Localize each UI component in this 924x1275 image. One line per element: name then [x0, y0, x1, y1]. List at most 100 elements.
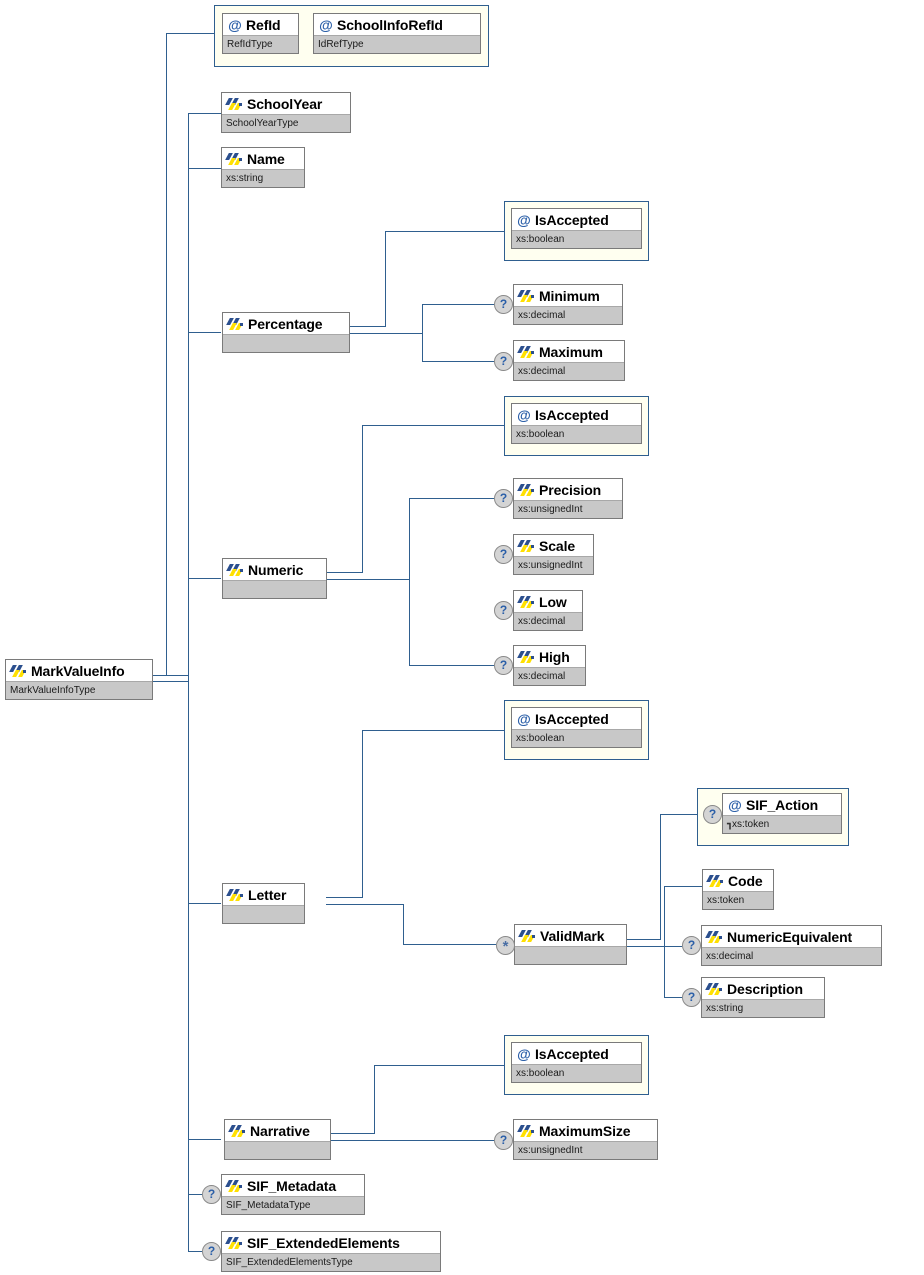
node-type: xs:boolean: [512, 729, 641, 747]
attribute-icon: @: [228, 16, 242, 33]
node-numeric-isaccepted[interactable]: @ IsAccepted xs:boolean: [511, 403, 642, 444]
node-description[interactable]: Description xs:string: [701, 977, 825, 1018]
connector: [664, 946, 682, 947]
node-maximumsize[interactable]: MaximumSize xs:unsignedInt: [513, 1119, 658, 1160]
node-narrative[interactable]: Narrative: [224, 1119, 331, 1160]
occurrence-optional-icon: ?: [682, 988, 701, 1007]
connector: [627, 946, 665, 947]
node-letter[interactable]: Letter: [222, 883, 305, 924]
node-header: Maximum: [514, 341, 624, 362]
node-percentage-isaccepted[interactable]: @ IsAccepted xs:boolean: [511, 208, 642, 249]
occurrence-optional-icon: ?: [494, 1131, 513, 1150]
node-sif-action[interactable]: @ SIF_Action ┓xs:token: [722, 793, 842, 834]
connector: [188, 113, 221, 114]
node-schoolyear[interactable]: SchoolYear SchoolYearType: [221, 92, 351, 133]
connector: [166, 33, 214, 34]
node-label: NumericEquivalent: [727, 928, 853, 945]
node-header: Letter: [223, 884, 304, 905]
node-label: Scale: [539, 537, 576, 554]
node-label: Narrative: [250, 1122, 310, 1139]
node-numeric[interactable]: Numeric: [222, 558, 327, 599]
node-type: xs:unsignedInt: [514, 1141, 657, 1159]
connector: [664, 997, 682, 998]
node-header: Precision: [514, 479, 622, 500]
node-name[interactable]: Name xs:string: [221, 147, 305, 188]
connector: [664, 886, 703, 887]
element-icon: [517, 650, 535, 664]
occurrence-optional-icon: ?: [494, 601, 513, 620]
node-type: xs:decimal: [702, 947, 881, 965]
node-sif-metadata[interactable]: SIF_Metadata SIF_MetadataType: [221, 1174, 365, 1215]
connector: [374, 1065, 375, 1134]
node-header: Percentage: [223, 313, 349, 334]
connector: [660, 814, 661, 940]
element-icon: [517, 345, 535, 359]
node-low[interactable]: Low xs:decimal: [513, 590, 583, 631]
node-percentage[interactable]: Percentage: [222, 312, 350, 353]
node-label: Name: [247, 150, 285, 167]
node-label: SchoolInfoRefId: [337, 16, 443, 33]
node-type: IdRefType: [314, 35, 480, 53]
node-type: SIF_MetadataType: [222, 1196, 364, 1214]
element-icon: [518, 929, 536, 943]
node-letter-isaccepted[interactable]: @ IsAccepted xs:boolean: [511, 707, 642, 748]
node-minimum[interactable]: Minimum xs:decimal: [513, 284, 623, 325]
node-label: Letter: [248, 886, 287, 903]
node-type: xs:string: [222, 169, 304, 187]
node-high[interactable]: High xs:decimal: [513, 645, 586, 686]
occurrence-optional-icon: ?: [202, 1242, 221, 1261]
connector: [374, 1065, 505, 1066]
node-scale[interactable]: Scale xs:unsignedInt: [513, 534, 594, 575]
restriction-icon: ┓: [727, 819, 734, 830]
node-precision[interactable]: Precision xs:unsignedInt: [513, 478, 623, 519]
node-header: Narrative: [225, 1120, 330, 1141]
node-header: MaximumSize: [514, 1120, 657, 1141]
node-header: SchoolYear: [222, 93, 350, 114]
node-narrative-isaccepted[interactable]: @ IsAccepted xs:boolean: [511, 1042, 642, 1083]
connector: [627, 939, 661, 940]
node-header: SIF_ExtendedElements: [222, 1232, 440, 1253]
connector: [326, 897, 363, 898]
node-label: MaximumSize: [539, 1122, 631, 1139]
connector: [362, 730, 363, 898]
node-markvalueinfo[interactable]: MarkValueInfo MarkValueInfoType: [5, 659, 153, 700]
node-label: Maximum: [539, 343, 603, 360]
element-icon: [9, 664, 27, 678]
node-maximum[interactable]: Maximum xs:decimal: [513, 340, 625, 381]
node-refid[interactable]: @ RefId RefIdType: [222, 13, 299, 54]
connector: [349, 333, 423, 334]
node-header: Name: [222, 148, 304, 169]
occurrence-optional-icon: ?: [202, 1185, 221, 1204]
connector: [660, 814, 697, 815]
node-header: @ SchoolInfoRefId: [314, 14, 480, 35]
node-numericequivalent[interactable]: NumericEquivalent xs:decimal: [701, 925, 882, 966]
connector: [188, 578, 221, 579]
node-schoolinforefid[interactable]: @ SchoolInfoRefId IdRefType: [313, 13, 481, 54]
node-header: SIF_Metadata: [222, 1175, 364, 1196]
node-type-text: xs:token: [732, 819, 770, 830]
node-validmark[interactable]: ValidMark: [514, 924, 627, 965]
node-sif-extendedelements[interactable]: SIF_ExtendedElements SIF_ExtendedElement…: [221, 1231, 441, 1272]
element-icon: [706, 874, 724, 888]
node-type: xs:token: [703, 891, 773, 909]
connector: [362, 425, 505, 426]
connector: [331, 1140, 494, 1141]
element-icon: [225, 1179, 243, 1193]
node-label: SchoolYear: [247, 95, 323, 112]
connector: [188, 332, 221, 333]
connector: [166, 33, 167, 676]
node-label: ValidMark: [540, 927, 605, 944]
node-code[interactable]: Code xs:token: [702, 869, 774, 910]
node-label: MarkValueInfo: [31, 662, 125, 679]
connector: [409, 665, 494, 666]
connector: [188, 903, 221, 904]
node-type: xs:decimal: [514, 667, 585, 685]
occurrence-optional-icon: ?: [494, 489, 513, 508]
connector: [422, 304, 494, 305]
connector: [188, 1194, 202, 1195]
node-header: High: [514, 646, 585, 667]
element-icon: [517, 483, 535, 497]
connector: [152, 681, 189, 682]
connector: [422, 304, 423, 362]
